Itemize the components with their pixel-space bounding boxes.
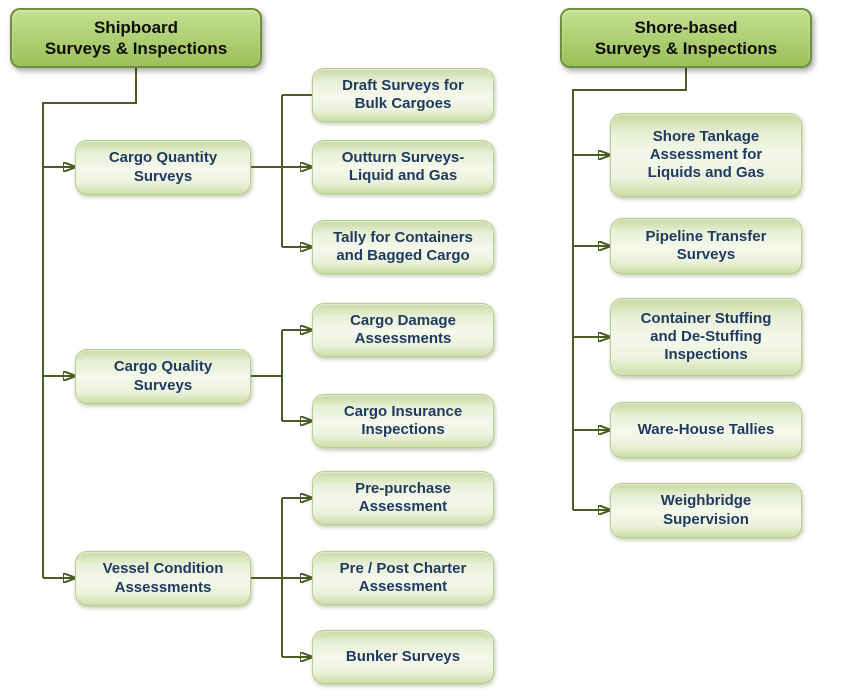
node-warehouse-tallies: Ware-House Tallies — [610, 402, 802, 458]
connector-shore-trunk — [572, 68, 687, 510]
node-pre-purchase-assessment: Pre-purchase Assessment — [312, 471, 494, 525]
node-vessel-condition-assessments: Vessel Condition Assessments — [75, 551, 251, 606]
node-shore-tankage-assessment: Shore Tankage Assessment for Liquids and… — [610, 113, 802, 197]
node-draft-surveys: Draft Surveys for Bulk Cargoes — [312, 68, 494, 122]
node-tally-containers: Tally for Containers and Bagged Cargo — [312, 220, 494, 274]
node-cargo-damage-assessments: Cargo Damage Assessments — [312, 303, 494, 357]
node-shipboard-header: Shipboard Surveys & Inspections — [10, 8, 262, 68]
node-container-stuffing-inspections: Container Stuffing and De-Stuffing Inspe… — [610, 298, 802, 376]
node-cargo-quantity-surveys: Cargo Quantity Surveys — [75, 140, 251, 195]
node-pre-post-charter-assessment: Pre / Post Charter Assessment — [312, 551, 494, 605]
node-bunker-surveys: Bunker Surveys — [312, 630, 494, 684]
node-weighbridge-supervision: Weighbridge Supervision — [610, 483, 802, 538]
connector-shipboard-trunk — [42, 68, 137, 578]
node-cargo-quality-surveys: Cargo Quality Surveys — [75, 349, 251, 404]
node-cargo-insurance-inspections: Cargo Insurance Inspections — [312, 394, 494, 448]
node-pipeline-transfer-surveys: Pipeline Transfer Surveys — [610, 218, 802, 274]
node-shore-based-header: Shore-based Surveys & Inspections — [560, 8, 812, 68]
node-outturn-surveys: Outturn Surveys- Liquid and Gas — [312, 140, 494, 194]
